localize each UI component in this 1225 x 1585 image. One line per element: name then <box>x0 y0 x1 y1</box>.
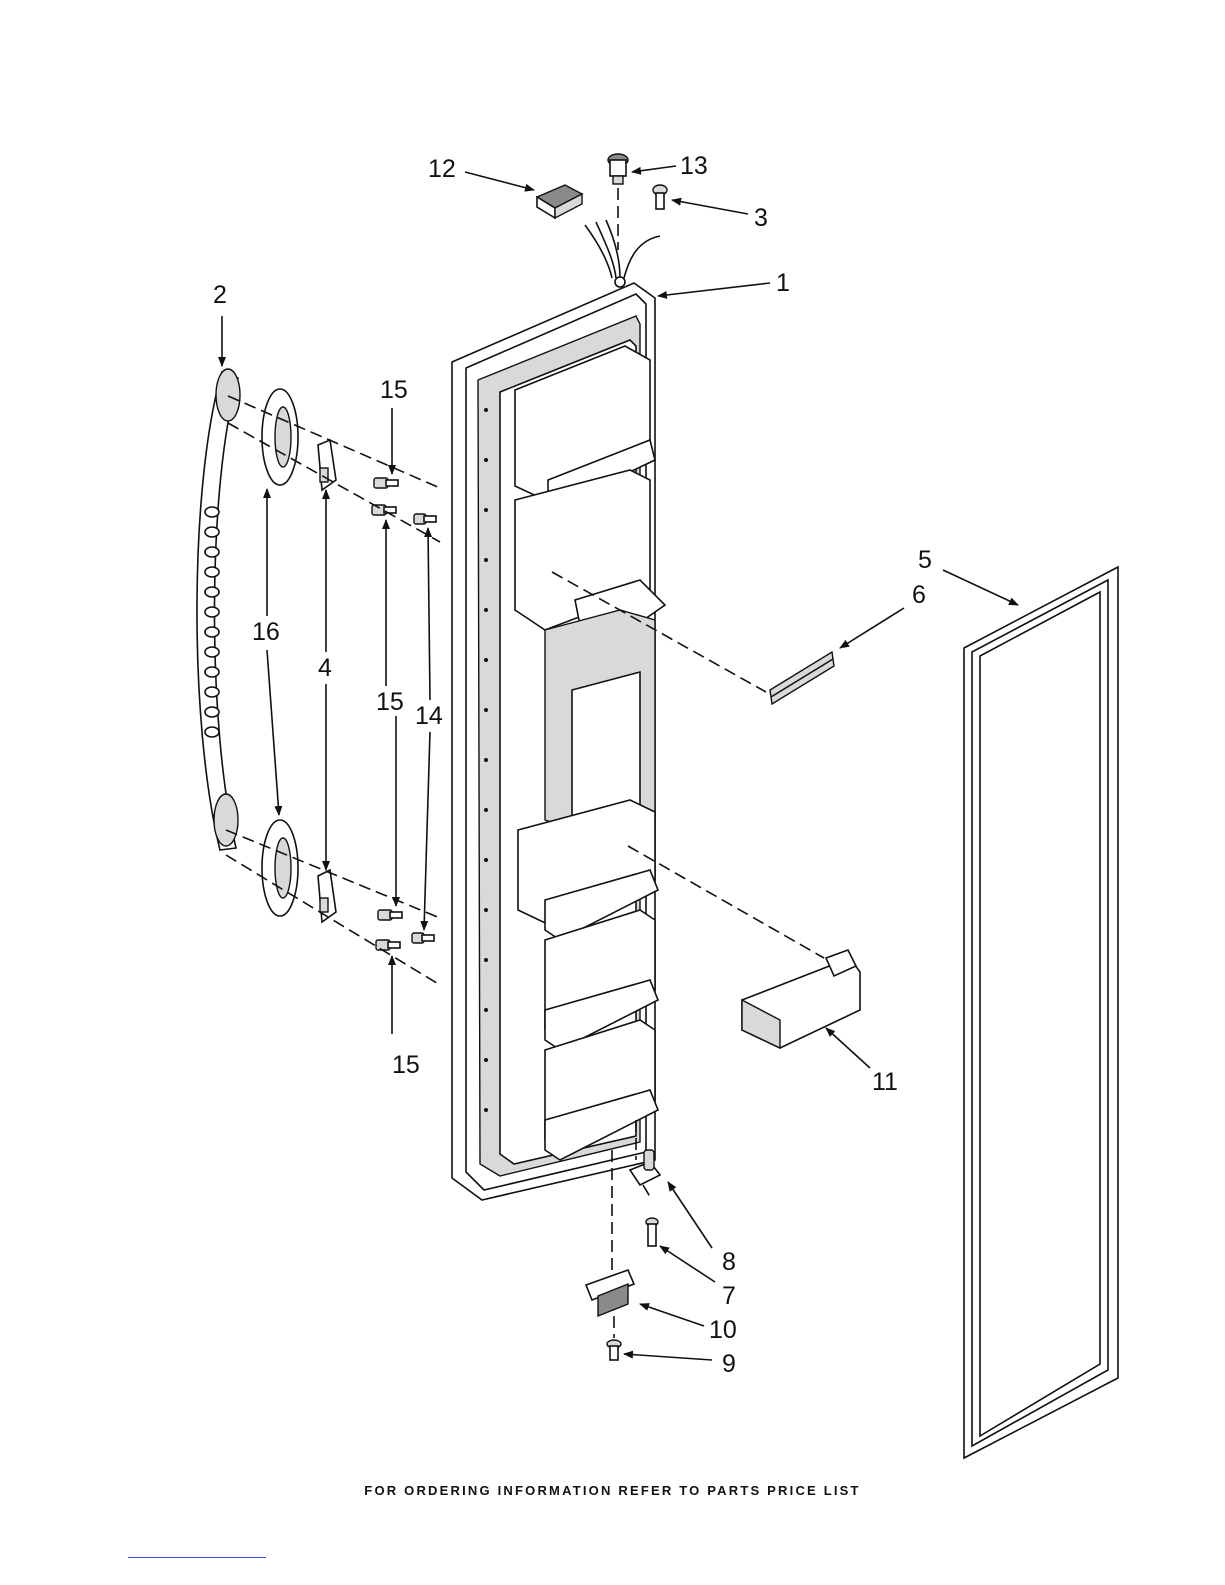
callout-9: 9 <box>722 1350 736 1378</box>
screw-15-d <box>376 940 400 950</box>
door-bin <box>628 846 860 1048</box>
callout-15-top: 15 <box>380 376 408 404</box>
callout-16: 16 <box>252 618 280 646</box>
screw-15-c <box>378 910 402 920</box>
callout-12: 12 <box>428 155 456 183</box>
screw-15-a <box>374 478 398 488</box>
bracket-screw <box>607 1340 621 1360</box>
callout-15-bottom: 15 <box>392 1051 420 1079</box>
callout-1: 1 <box>776 269 790 297</box>
callout-5: 5 <box>918 546 932 574</box>
hinge-bracket <box>586 1150 634 1338</box>
callout-3: 3 <box>754 204 768 232</box>
callout-7: 7 <box>722 1282 736 1310</box>
screw-14-b <box>412 933 434 943</box>
callout-4: 4 <box>318 654 332 682</box>
door-switch <box>608 154 628 250</box>
handle-end-cap-lower <box>262 820 298 916</box>
wire-connector <box>537 185 582 218</box>
door-assembly <box>452 220 665 1200</box>
callout-14: 14 <box>415 702 443 730</box>
hinge-screw <box>646 1218 658 1246</box>
ordering-info-footer: FOR ORDERING INFORMATION REFER TO PARTS … <box>0 1483 1225 1498</box>
handle-end-cap-upper <box>262 389 298 485</box>
callout-2: 2 <box>213 281 227 309</box>
callout-13: 13 <box>680 152 708 180</box>
link-underline[interactable] <box>128 1557 266 1558</box>
handle-clip-upper <box>318 440 336 490</box>
callout-15-mid: 15 <box>376 688 404 716</box>
callout-8: 8 <box>722 1248 736 1276</box>
top-screw <box>653 185 667 209</box>
door-gasket <box>964 567 1118 1458</box>
handle <box>197 369 240 850</box>
callout-10: 10 <box>709 1316 737 1344</box>
handle-clip-lower <box>318 870 336 922</box>
callout-11: 11 <box>872 1068 898 1096</box>
callout-6: 6 <box>912 581 926 609</box>
screw-14-a <box>414 514 436 524</box>
